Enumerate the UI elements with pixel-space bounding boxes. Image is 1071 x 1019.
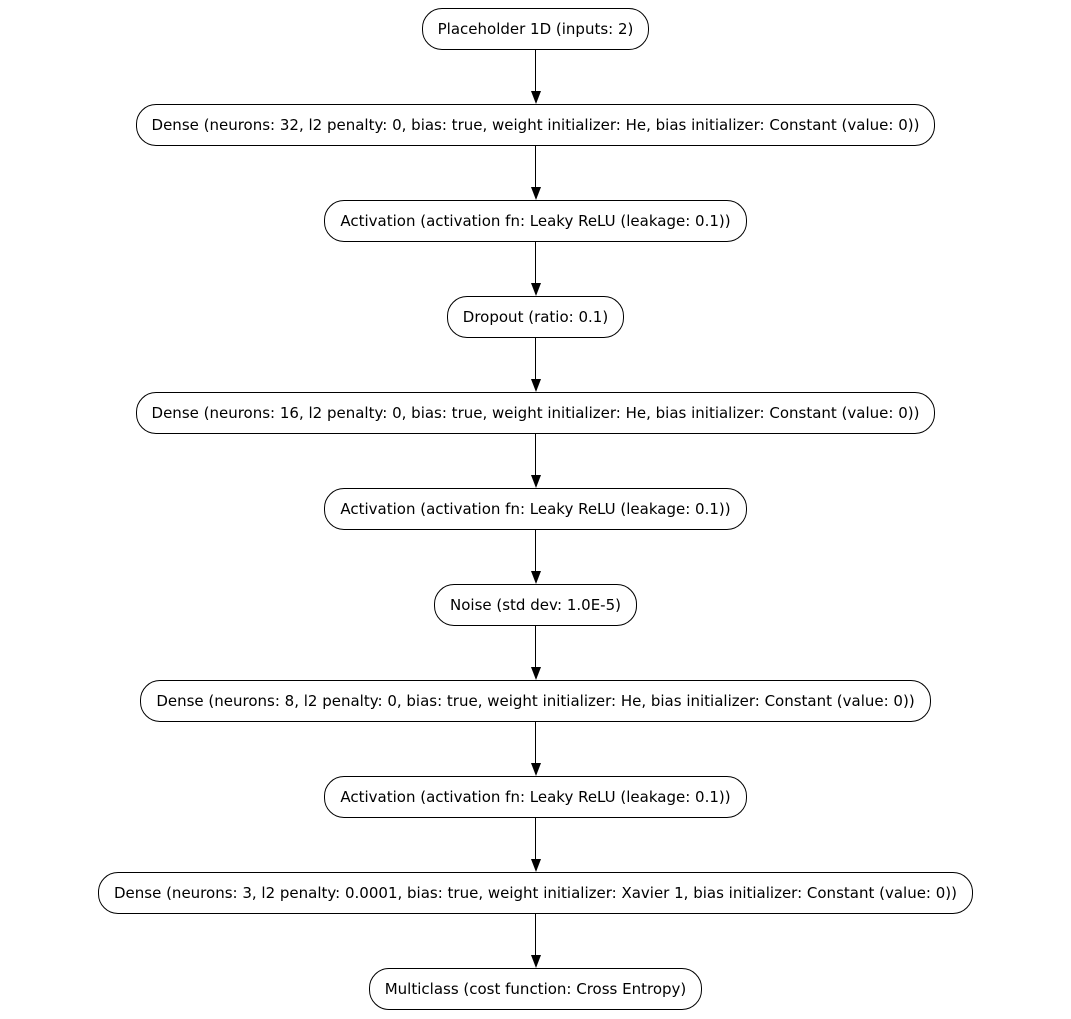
arrowhead-down-icon bbox=[530, 955, 541, 968]
flow-arrow bbox=[530, 818, 541, 872]
arrowhead-down-icon bbox=[530, 763, 541, 776]
arrowhead-down-icon bbox=[530, 571, 541, 584]
flow-arrow bbox=[530, 434, 541, 488]
node-dense-8: Dense (neurons: 8, l2 penalty: 0, bias: … bbox=[140, 680, 931, 722]
arrowhead-down-icon bbox=[530, 475, 541, 488]
flow-arrow bbox=[530, 914, 541, 968]
arrow-shaft bbox=[534, 626, 537, 667]
arrowhead-down-icon bbox=[530, 283, 541, 296]
node-activation-3: Activation (activation fn: Leaky ReLU (l… bbox=[324, 776, 747, 818]
arrowhead-down-icon bbox=[530, 379, 541, 392]
arrow-shaft bbox=[534, 434, 537, 475]
flow-arrow bbox=[530, 242, 541, 296]
node-dense-32: Dense (neurons: 32, l2 penalty: 0, bias:… bbox=[135, 104, 936, 146]
arrowhead-down-icon bbox=[530, 667, 541, 680]
arrow-shaft bbox=[534, 242, 537, 283]
arrow-shaft bbox=[534, 338, 537, 379]
arrowhead-down-icon bbox=[530, 91, 541, 104]
node-noise: Noise (std dev: 1.0E-5) bbox=[434, 584, 637, 626]
arrow-shaft bbox=[534, 530, 537, 571]
flow-arrow bbox=[530, 722, 541, 776]
flow-arrow bbox=[530, 626, 541, 680]
flow-arrow bbox=[530, 50, 541, 104]
arrowhead-down-icon bbox=[530, 187, 541, 200]
arrow-shaft bbox=[534, 722, 537, 763]
node-activation-2: Activation (activation fn: Leaky ReLU (l… bbox=[324, 488, 747, 530]
flow-arrow bbox=[530, 530, 541, 584]
node-placeholder-1d: Placeholder 1D (inputs: 2) bbox=[421, 8, 650, 50]
arrowhead-down-icon bbox=[530, 859, 541, 872]
arrow-shaft bbox=[534, 818, 537, 859]
arrow-shaft bbox=[534, 914, 537, 955]
node-dense-16: Dense (neurons: 16, l2 penalty: 0, bias:… bbox=[135, 392, 936, 434]
arrow-shaft bbox=[534, 146, 537, 187]
node-activation-1: Activation (activation fn: Leaky ReLU (l… bbox=[324, 200, 747, 242]
flow-arrow bbox=[530, 146, 541, 200]
flow-arrow bbox=[530, 338, 541, 392]
arrow-shaft bbox=[534, 50, 537, 91]
node-dropout: Dropout (ratio: 0.1) bbox=[446, 296, 625, 338]
node-multiclass: Multiclass (cost function: Cross Entropy… bbox=[368, 968, 703, 1010]
node-dense-3: Dense (neurons: 3, l2 penalty: 0.0001, b… bbox=[97, 872, 974, 914]
